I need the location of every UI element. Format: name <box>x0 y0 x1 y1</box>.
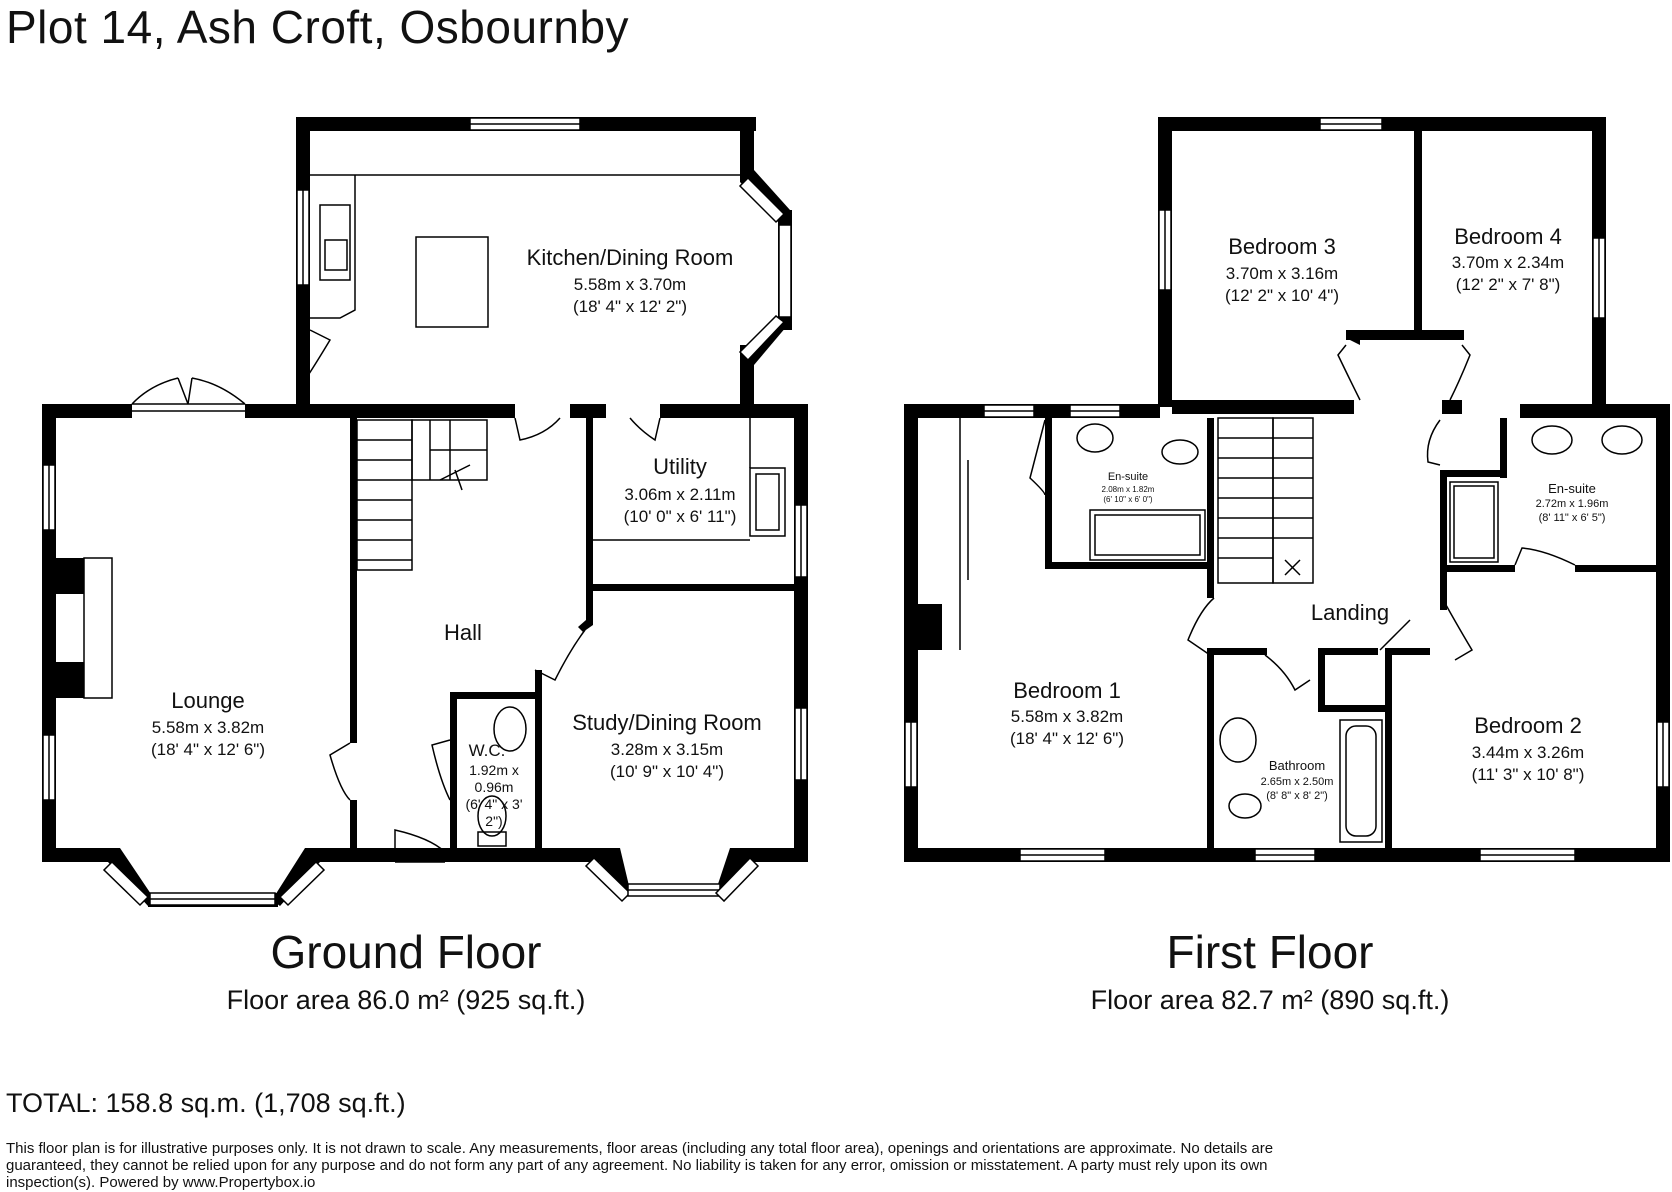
ensuite1-size: 2.08m x 1.82m <box>1102 485 1155 494</box>
bathroom-size: 2.65m x 2.50m <box>1261 776 1334 788</box>
first-floor-fixtures <box>904 117 1670 862</box>
bed3-size: 3.70m x 3.16m <box>1226 264 1338 283</box>
kitchen-name: Kitchen/Dining Room <box>527 245 734 270</box>
bed1-size: 5.58m x 3.82m <box>1011 707 1123 726</box>
ground-floor-label: Ground Floor <box>270 926 542 978</box>
wc-name: W.C. <box>469 741 506 760</box>
first-floor-area: Floor area 82.7 m² (890 sq.ft.) <box>1090 985 1450 1015</box>
plan-title: Plot 14, Ash Croft, Osbournby <box>6 1 630 53</box>
kitchen-size: 5.58m x 3.70m <box>574 275 686 294</box>
hall-name: Hall <box>444 620 482 645</box>
ensuite1-name: En-suite <box>1108 471 1148 483</box>
bed2-name: Bedroom 2 <box>1474 713 1582 738</box>
lounge-name: Lounge <box>171 688 244 713</box>
lounge-imperial: (18' 4" x 12' 6") <box>151 740 265 759</box>
wc-line2: 0.96m <box>475 779 514 795</box>
bed3-imperial: (12' 2" x 10' 4") <box>1225 286 1339 305</box>
bed2-imperial: (11' 3" x 10' 8") <box>1472 765 1585 784</box>
wc-line1: 1.92m x <box>469 762 519 778</box>
lounge-size: 5.58m x 3.82m <box>152 718 264 737</box>
bed4-name: Bedroom 4 <box>1454 224 1562 249</box>
bed4-size: 3.70m x 2.34m <box>1452 253 1564 272</box>
ensuite2-name: En-suite <box>1548 481 1596 496</box>
first-floor-label: First Floor <box>1166 926 1374 978</box>
kitchen-imperial: (18' 4" x 12' 2") <box>573 297 687 316</box>
disclaimer-text: This floor plan is for illustrative purp… <box>6 1140 1274 1191</box>
bathroom-name: Bathroom <box>1269 758 1325 773</box>
bed1-name: Bedroom 1 <box>1013 678 1121 703</box>
wc-line3: (6' 4" x 3' <box>465 796 522 812</box>
bed1-imperial: (18' 4" x 12' 6") <box>1010 729 1124 748</box>
ensuite2-size: 2.72m x 1.96m <box>1536 498 1609 510</box>
utility-imperial: (10' 0" x 6' 11") <box>624 507 737 526</box>
total-area: TOTAL: 158.8 sq.m. (1,708 sq.ft.) <box>6 1088 406 1118</box>
ensuite2-imperial: (8' 11" x 6' 5") <box>1539 512 1606 524</box>
first-floor-room-labels: Bedroom 3 3.70m x 3.16m (12' 2" x 10' 4"… <box>1010 224 1608 802</box>
bed4-imperial: (12' 2" x 7' 8") <box>1456 275 1561 294</box>
study-size: 3.28m x 3.15m <box>611 740 723 759</box>
ground-floor-room-labels: Kitchen/Dining Room 5.58m x 3.70m (18' 4… <box>151 245 762 829</box>
utility-size: 3.06m x 2.11m <box>624 485 735 504</box>
utility-name: Utility <box>653 454 707 479</box>
ground-floor-area: Floor area 86.0 m² (925 sq.ft.) <box>226 985 586 1015</box>
ground-floor-fixtures <box>42 117 808 907</box>
bed3-name: Bedroom 3 <box>1228 234 1336 259</box>
ensuite1-imperial: (6' 10" x 6' 0") <box>1103 495 1153 504</box>
landing-name: Landing <box>1311 600 1389 625</box>
wc-line4: 2") <box>485 813 502 829</box>
bathroom-imperial: (8' 8" x 8' 2") <box>1266 790 1328 802</box>
bed2-size: 3.44m x 3.26m <box>1472 743 1584 762</box>
study-name: Study/Dining Room <box>572 710 762 735</box>
study-imperial: (10' 9" x 10' 4") <box>610 762 724 781</box>
